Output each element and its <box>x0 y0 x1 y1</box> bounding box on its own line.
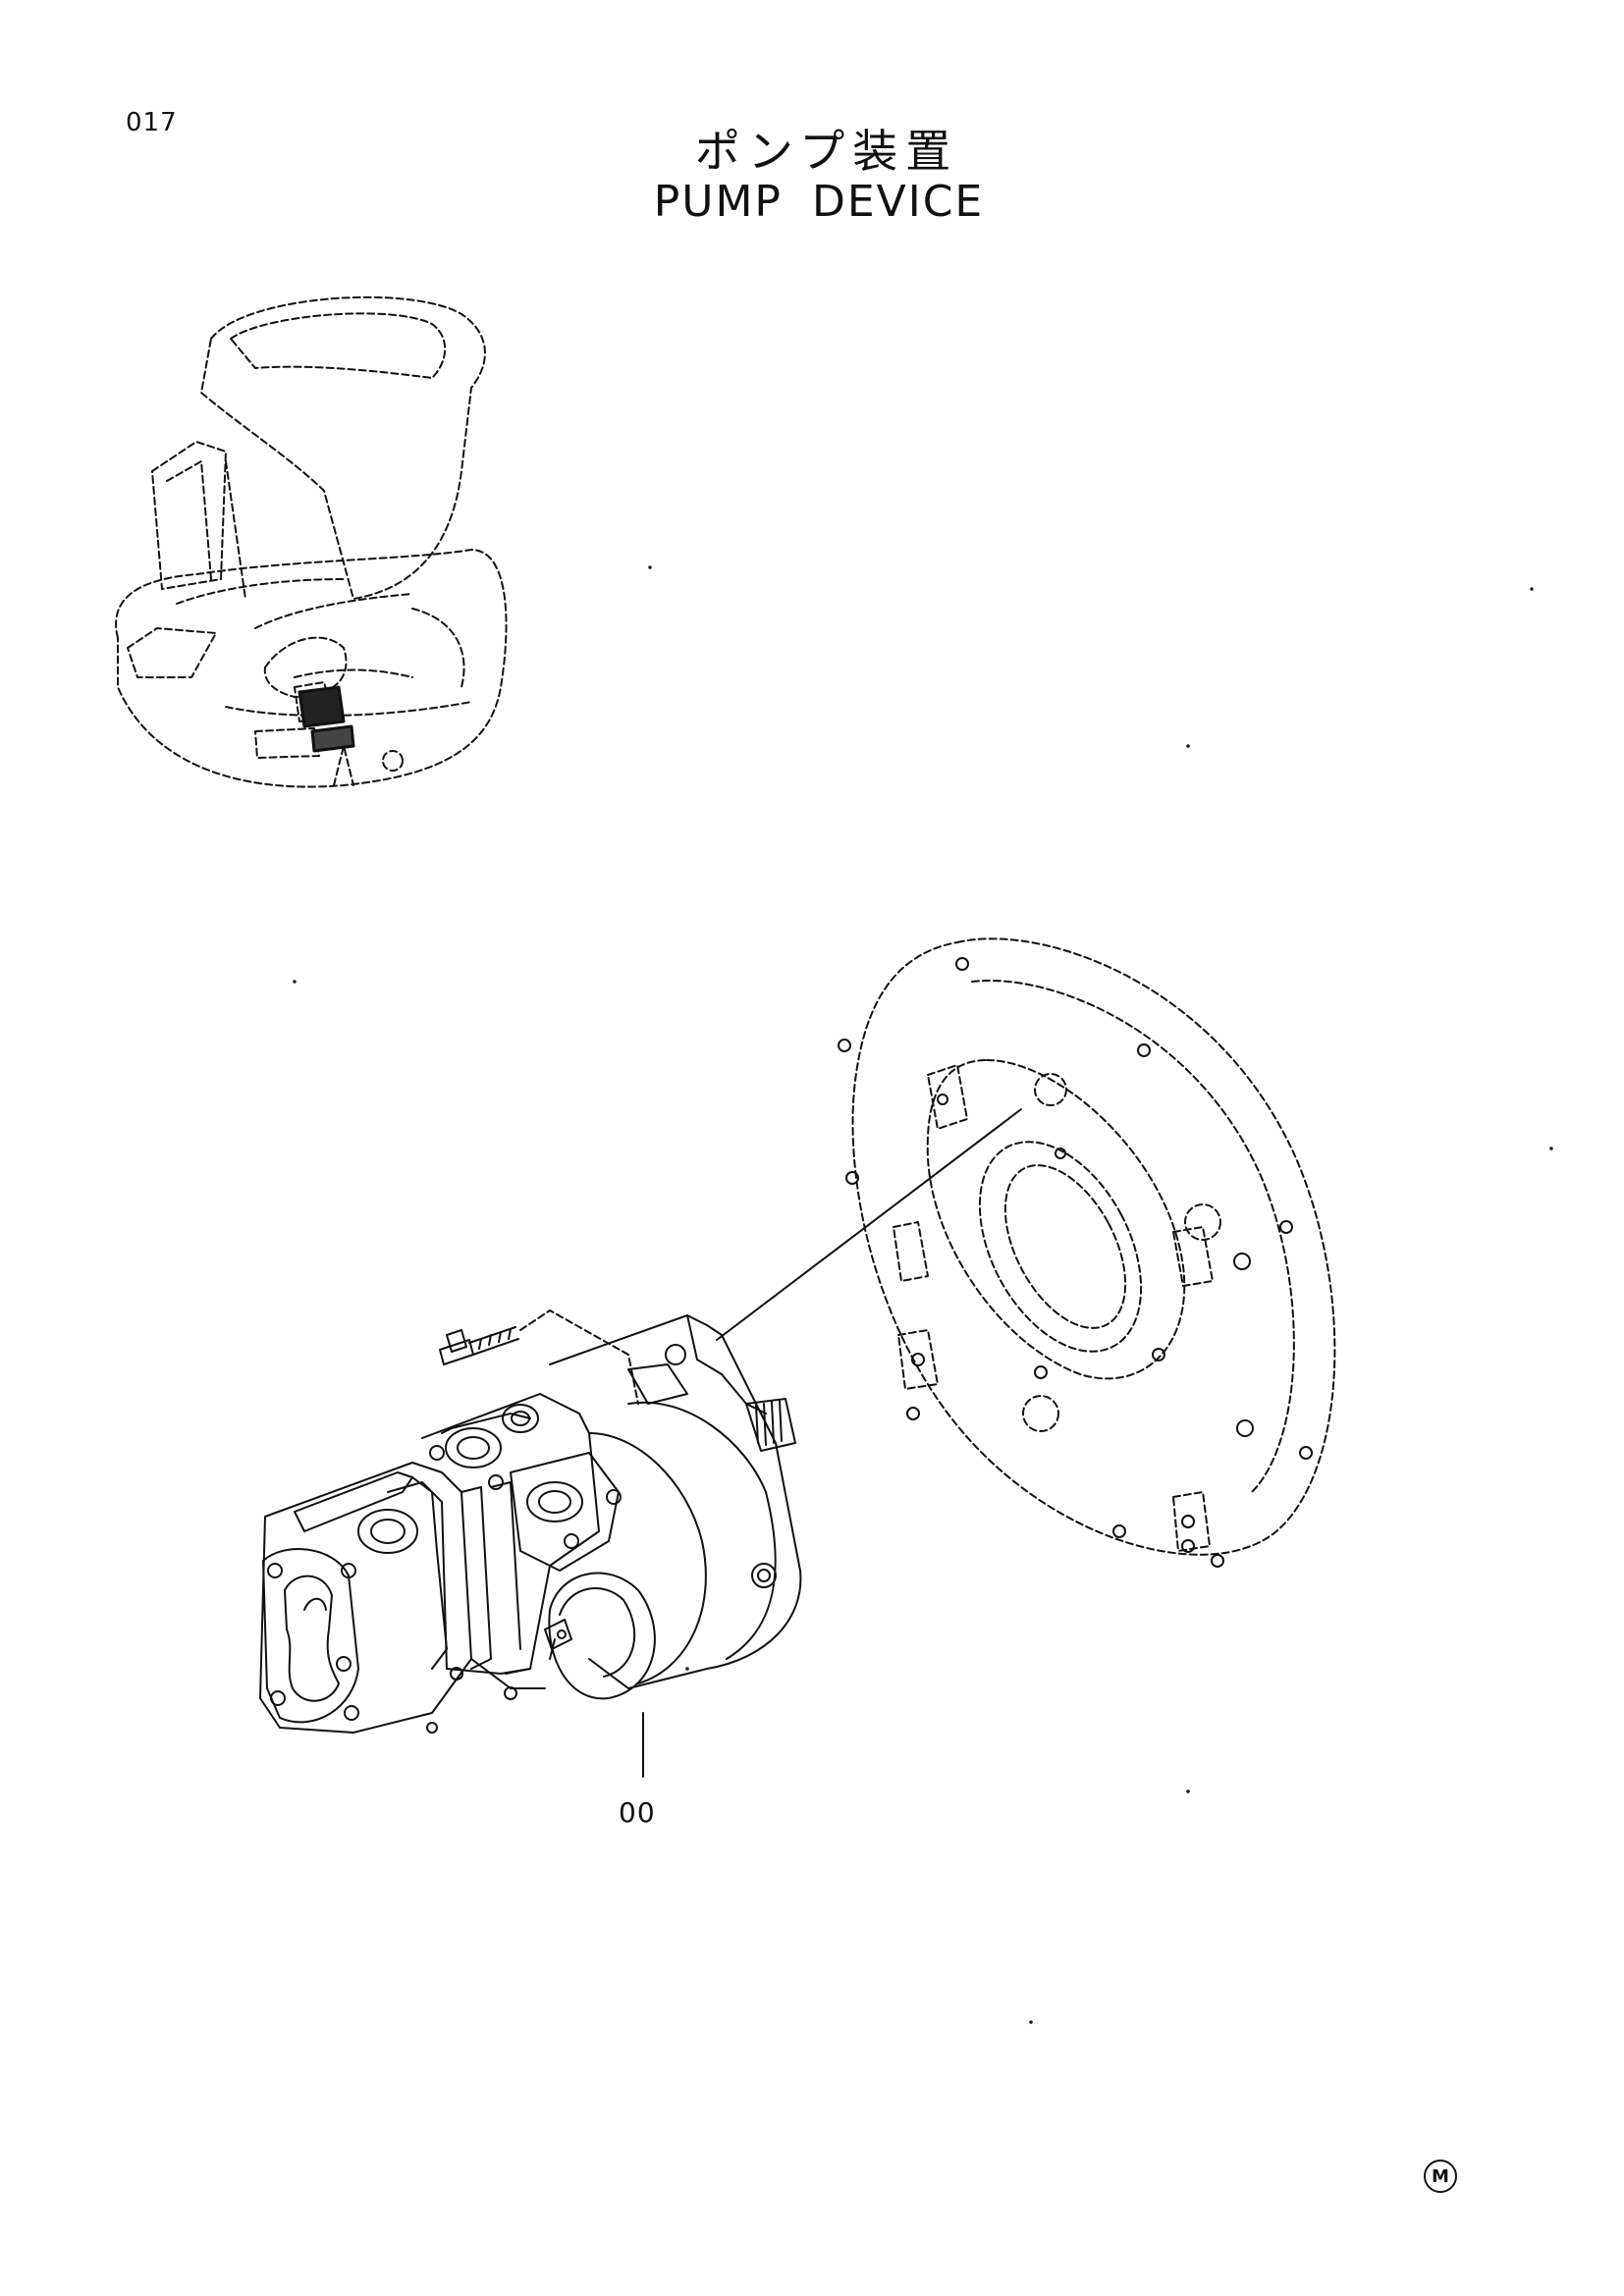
manufacturer-mark: M <box>1424 2160 1457 2193</box>
title-japanese: ポンプ装置 <box>694 125 959 178</box>
title-block: ポンプ装置 PUMP DEVICE <box>0 126 1624 227</box>
adjusting-screw <box>544 1619 572 1660</box>
mark-letter: M <box>1432 2165 1449 2187</box>
flange-plate <box>851 937 1336 1556</box>
callout-label-00: 00 <box>619 1796 656 1829</box>
title-english: PUMP DEVICE <box>653 176 985 227</box>
hydraulic-pump-assembly <box>259 1314 802 1734</box>
splined-shaft <box>745 1398 796 1452</box>
pump-location-highlight <box>298 685 355 753</box>
page-number: 017 <box>126 108 178 137</box>
assembly-lines <box>519 1108 1022 1778</box>
mounting-bolt <box>439 1326 519 1365</box>
flange-bolt-holes <box>838 957 1313 1568</box>
scan-specks <box>293 565 1553 2024</box>
